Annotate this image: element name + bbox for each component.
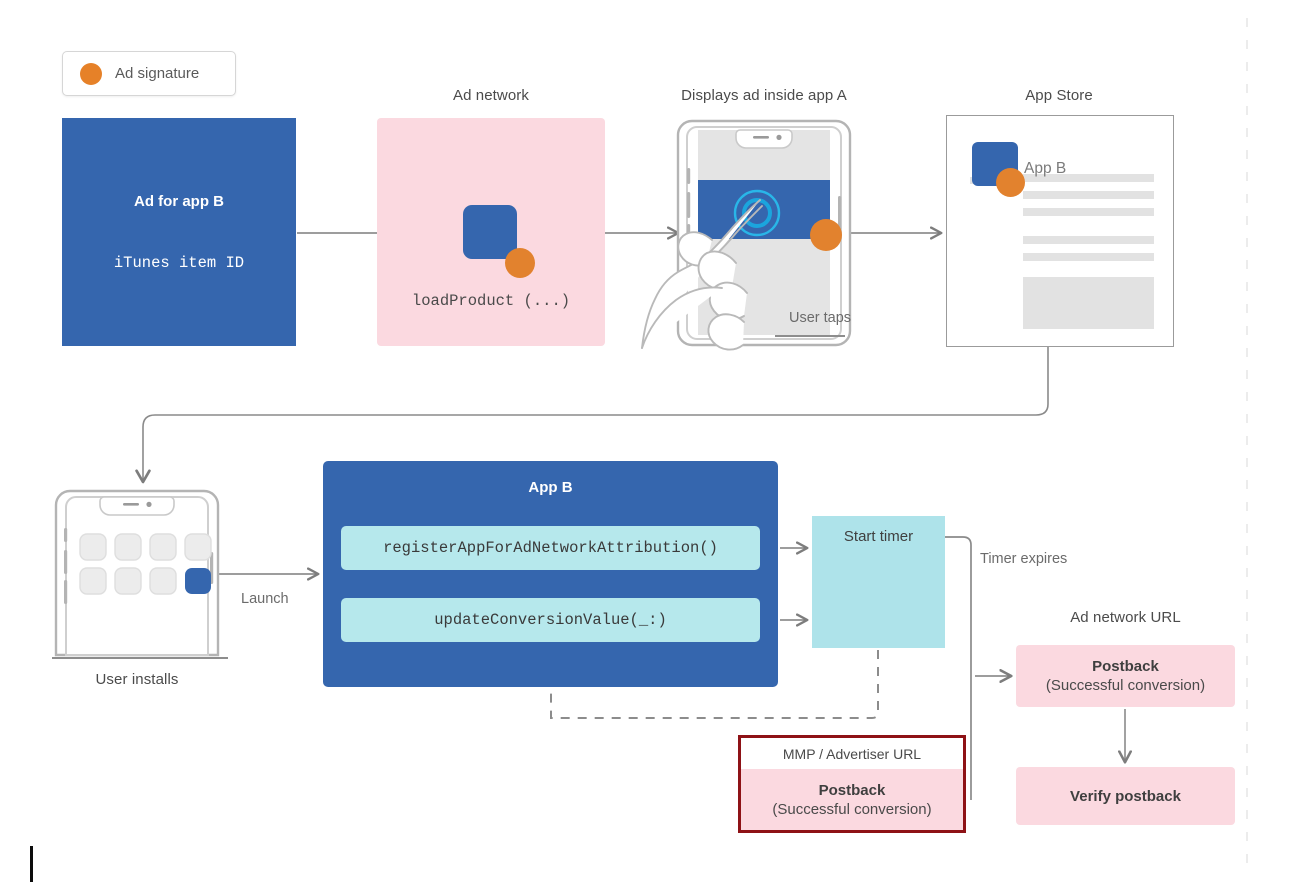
ad-network-postback-title: Postback [1092,658,1159,675]
mmp-header-label: MMP / Advertiser URL [741,738,963,769]
ad-signature-dot-phone [810,219,842,251]
app-store-caption: App Store [1025,87,1093,104]
ad-signature-dot-appstore [996,168,1025,197]
ad-network-postback-box: Postback (Successful conversion) [1016,645,1235,707]
legend-ad-signature: Ad signature [62,51,236,96]
ad-signature-dot-adnetwork [505,248,535,278]
ad-network-caption: Ad network [452,87,530,104]
api-update-conversion-value[interactable]: updateConversionValue(_:) [341,598,760,642]
ad-network-app-icon [463,205,517,259]
app-a-caption: Displays ad inside app A [681,87,847,104]
start-timer-label: Start timer [843,528,914,545]
ad-network-code-label: loadProduct (...) [411,292,571,310]
verify-postback-box: Verify postback [1016,767,1235,825]
ad-box-subtitle: iTunes item ID [113,253,245,272]
ad-network-postback-subtitle: (Successful conversion) [1045,677,1206,694]
app-store-app-name: App B [1024,160,1067,177]
ad-signature-dot-icon [80,62,102,85]
user-installs-caption: User installs [95,671,179,688]
api-register-app-for-ad-network-attribution[interactable]: registerAppForAdNetworkAttribution() [341,526,760,570]
mmp-advertiser-postback-box: MMP / Advertiser URL Postback (Successfu… [738,735,966,833]
ad-network-url-caption: Ad network URL [1070,609,1181,626]
legend-label: Ad signature [115,65,200,82]
ad-box-title: Ad for app B [134,192,224,210]
ad-for-app-b-box: Ad for app B iTunes item ID [62,118,296,346]
mmp-postback-title: Postback [818,781,886,799]
start-timer-box: Start timer [812,516,945,648]
user-taps-label: User taps [789,310,852,326]
text-caret [30,846,33,882]
app-b-title: App B [528,479,573,496]
installed-app-b-icon [185,568,211,594]
launch-label: Launch [241,591,289,607]
mmp-postback-subtitle: (Successful conversion) [772,800,932,818]
timer-expires-label: Timer expires [980,551,1068,567]
phone-home-screen-illustration [52,489,228,659]
app-b-box: App B [323,461,778,687]
